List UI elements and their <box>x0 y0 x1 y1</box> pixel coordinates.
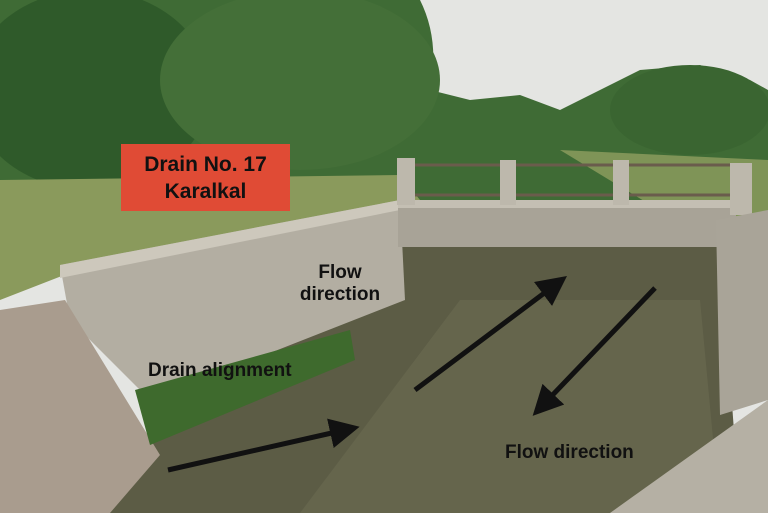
arrow-downstream <box>532 286 657 416</box>
paved-slope <box>0 300 160 513</box>
flow-direction-lower-label: Flow direction <box>505 442 634 463</box>
right-wall <box>716 210 768 415</box>
bridge-railing <box>410 163 750 197</box>
arrow-alignment <box>167 418 360 473</box>
sign-line1: Drain No. 17 <box>144 152 267 176</box>
direction-word: direction <box>299 284 381 305</box>
sign-line2: Karalkal <box>164 179 247 203</box>
arrow-upstream <box>413 276 567 392</box>
bridge-deck <box>398 205 736 247</box>
flow-word: Flow <box>318 262 362 283</box>
flow-direction-upper-label: Flow direction <box>290 262 390 306</box>
drain-alignment-label: Drain alignment <box>148 360 292 381</box>
drain-sign: Drain No. 17 Karalkal <box>121 144 290 211</box>
